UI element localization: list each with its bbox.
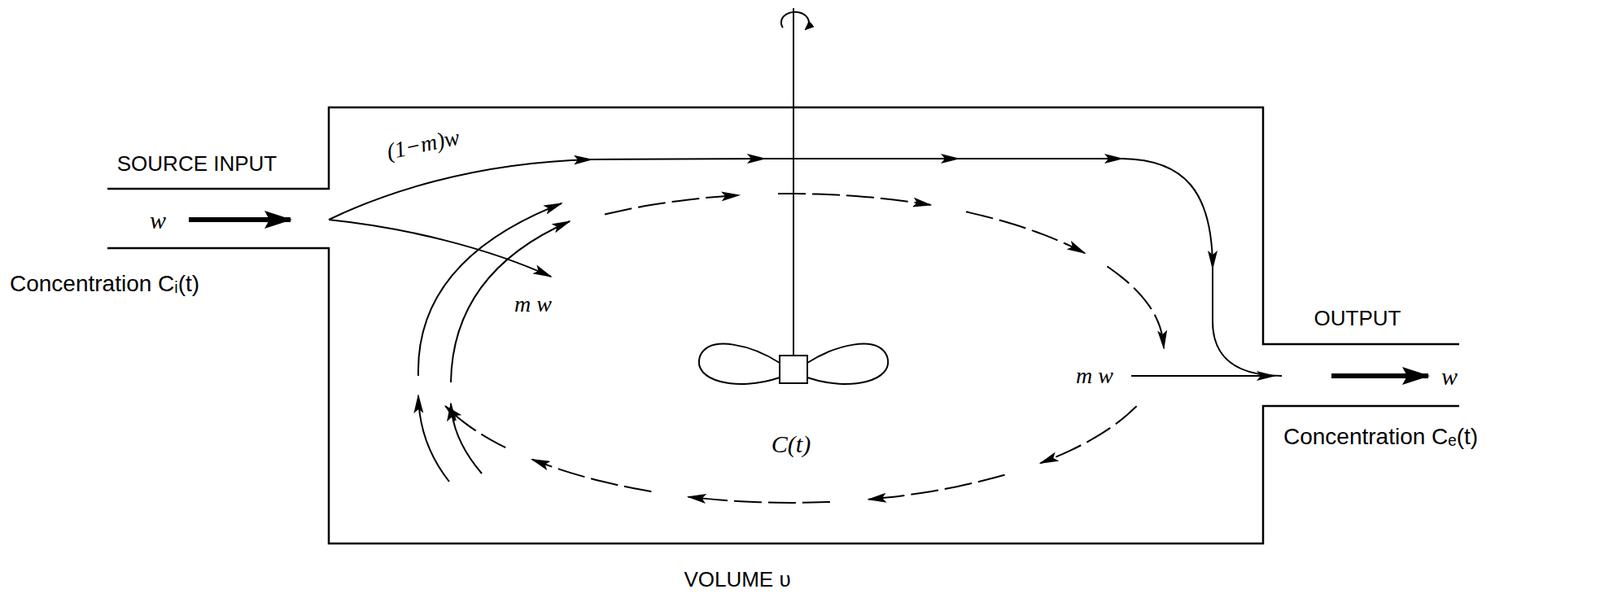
circulation-arrow [1040, 406, 1137, 464]
tank-concentration: C(t) [771, 430, 811, 458]
volume-label: VOLUME υ [683, 568, 791, 592]
input-arrow [188, 217, 291, 223]
stirrer-shaft [792, 8, 795, 356]
rotation-symbol [781, 12, 809, 30]
circulation-arrow [688, 497, 831, 503]
bypass-stream [328, 158, 1282, 376]
outlet-concentration: Concentration Cₑ(t) [1283, 424, 1478, 451]
circulation-arrow [966, 211, 1085, 254]
dashed-circulation [445, 193, 1164, 503]
bypass-flow-label: (1−m)w [384, 125, 463, 166]
tank-wall-lower [107, 248, 1460, 544]
flow-symbol: w [149, 206, 167, 234]
circulation-arcs [418, 203, 570, 482]
mixing-flow-label: m w [514, 292, 552, 318]
mixing-inflow [328, 219, 551, 277]
outlet-label: OUTPUT [1314, 306, 1402, 331]
flow-symbol: w [1441, 362, 1458, 390]
mixing-flow-label: m w [1075, 363, 1114, 390]
impeller-blade [807, 344, 888, 385]
circulation-arrow [868, 475, 1005, 500]
circulation-arrow [532, 459, 652, 492]
impeller-hub [779, 355, 808, 384]
inlet-label: SOURCE INPUT [117, 152, 277, 176]
impeller-blade [699, 344, 780, 385]
output-arrow [1331, 373, 1429, 379]
circulation-arrow [1106, 266, 1164, 349]
inlet-concentration: Concentration Cᵢ(t) [9, 271, 200, 298]
circulation-arrow [604, 195, 739, 215]
mixed-outflow [1131, 375, 1275, 377]
circulation-arrow [445, 406, 506, 448]
tank-wall-upper [107, 107, 1460, 345]
mixing-tank: C(t)VOLUME υ [328, 107, 1264, 544]
circulation-arrow [778, 193, 932, 206]
